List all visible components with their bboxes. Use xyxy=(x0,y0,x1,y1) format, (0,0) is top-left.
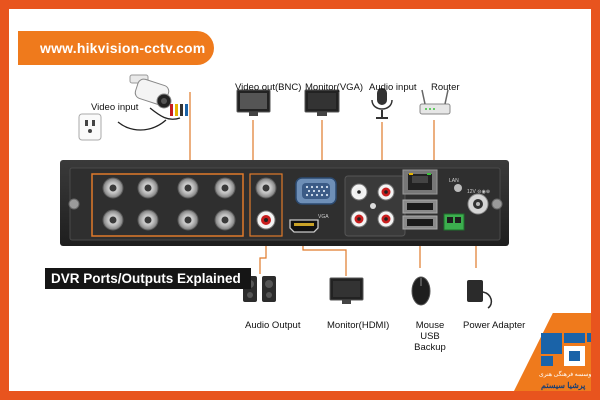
mouse-icon xyxy=(411,276,431,306)
label-monitor-vga: Monitor(VGA) xyxy=(305,82,364,93)
bnc-connector xyxy=(214,177,236,199)
brand-line-1: موسسه فرهنگی هنری xyxy=(539,372,595,378)
label-video-out-bnc: Video out(BNC) xyxy=(235,82,302,93)
lan-usb-stack xyxy=(402,169,438,230)
label-audio-output: Audio Output xyxy=(245,320,301,331)
bnc-connector xyxy=(214,209,236,231)
power-adapter-icon xyxy=(467,280,493,309)
label-mouse-usb-backup: Mouse USB Backup xyxy=(414,320,446,353)
bnc-connector xyxy=(102,177,124,199)
router-icon xyxy=(419,89,451,115)
bnc-connector xyxy=(137,209,159,231)
cctv-camera-icon xyxy=(129,74,172,109)
label-power-adapter: Power Adapter xyxy=(463,320,526,331)
label-audio-input: Audio input xyxy=(369,82,417,93)
bnc-connector xyxy=(137,177,159,199)
power-terminals xyxy=(443,184,489,231)
rca-plugs-icon xyxy=(170,104,188,116)
dvr-back-panel xyxy=(60,160,509,246)
panel-vga-text: VGA xyxy=(318,214,329,220)
vga-port xyxy=(295,177,337,205)
bnc-video-inputs xyxy=(102,177,236,231)
label-router: Router xyxy=(431,82,460,93)
hdmi-port xyxy=(289,219,319,233)
monitor-bnc-icon xyxy=(236,89,271,116)
brand-line-2: پرشیا سیستم xyxy=(541,381,586,390)
bnc-connector xyxy=(177,209,199,231)
bnc-connector xyxy=(177,177,199,199)
diagram-title-banner: DVR Ports/Outputs Explained xyxy=(45,268,251,289)
panel-lan-text: LAN xyxy=(449,178,459,184)
microphone-icon xyxy=(371,88,393,119)
dvr-diagram xyxy=(60,74,509,309)
wall-outlet-icon xyxy=(78,113,102,141)
audio-input-rca xyxy=(344,175,406,237)
monitor-vga-icon xyxy=(304,89,340,116)
label-monitor-hdmi: Monitor(HDMI) xyxy=(327,320,390,331)
persia-system-logo-icon xyxy=(541,333,591,366)
website-url-banner[interactable]: www.hikvision-cctv.com xyxy=(18,31,214,65)
monitor-hdmi-icon xyxy=(329,277,364,304)
camera-cables xyxy=(117,107,181,131)
video-out-bnc xyxy=(249,173,283,237)
speakers-icon xyxy=(243,276,276,302)
panel-power-text: 12V ⊝◉⊕ xyxy=(467,189,491,195)
label-video-input: Video input xyxy=(91,102,139,113)
bnc-connector xyxy=(102,209,124,231)
